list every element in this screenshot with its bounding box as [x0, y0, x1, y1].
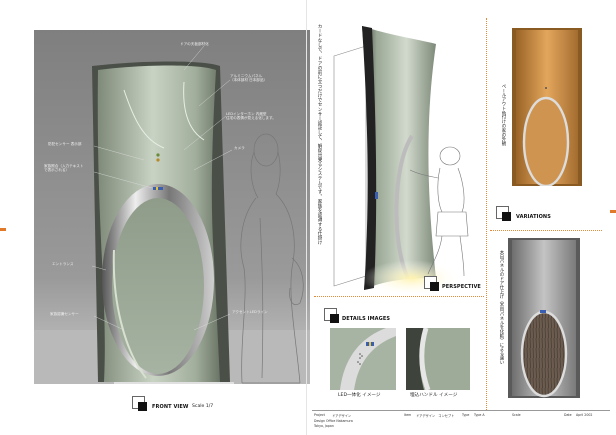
front-annotation-6: 家族照合（入力テキスト で表示される） [44, 164, 84, 173]
front-annotation-3: LEDインターホン 内蔵型 住宅の表情が見える化します。 [226, 112, 276, 121]
front-view-scale: Scale 1/7 [192, 404, 214, 409]
right-register-mark [610, 210, 616, 213]
left-register-mark [0, 228, 6, 231]
details-divider [314, 296, 484, 297]
perspective-description: カードなしで、ドアの前に立つだけでセンサー認証して、解錠出来るシステムです。家族… [317, 24, 322, 245]
footer-company: Design Office Nakamura [314, 419, 353, 423]
footer-type-value: Type A [474, 413, 485, 417]
footer-item-value: ドアデザイン コンセプト [416, 414, 455, 418]
front-annotation-lines [91, 45, 233, 331]
perspective-marker-fill [430, 282, 439, 291]
perspective-render [333, 26, 469, 292]
front-view-panel: ドアの天板部材化 アルミニウムパネル （本体部材 日本部品） LEDインターホン… [34, 30, 310, 384]
footer-date-value: April 2002 [576, 413, 593, 417]
footer-date-label: Date [564, 413, 572, 417]
detail-caption-handle: 埋込ハンドル イメージ [410, 393, 458, 398]
variation-wood-door [508, 238, 580, 398]
sheet-border [306, 0, 307, 435]
front-annotation-7: エントランス [52, 262, 74, 266]
variation-orange-caption: ペールアウト色付けの家の外観 [501, 84, 506, 146]
details-marker-fill [330, 314, 339, 323]
footer-project-value: ドアデザイン [332, 414, 352, 418]
front-annotation-2: アルミニウムパネル （本体部材 日本部品） [230, 74, 268, 83]
detail-caption-led: LED一体化 イメージ [338, 393, 381, 398]
front-annotation-9: アクセントLEDライン [232, 310, 268, 314]
footer-address: Tokyo, Japan [314, 424, 334, 428]
variations-title: VARIATIONS [516, 214, 551, 220]
variation-wood-caption: 木目パネルのドア仕上げ（木目パネルを化粧）による違い [499, 250, 504, 365]
front-annotation-8: 家族認識センサー [50, 312, 79, 316]
front-view-marker-fill [138, 402, 147, 411]
front-annotation-5: カメラ [234, 146, 245, 150]
front-view-render [34, 30, 310, 384]
detail-image-led [330, 328, 396, 390]
footer-project-label: Project [314, 413, 325, 417]
footer-type-label: Type [462, 413, 470, 417]
front-annotation-1: ドアの天板部材化 [180, 42, 209, 46]
footer-item-label: Item [404, 413, 412, 417]
variations-marker-fill [502, 212, 511, 221]
footer-scale-label: Scale [512, 413, 521, 417]
footer-bar: Project ドアデザイン Design Office Nakamura To… [312, 410, 610, 431]
variations-divider [490, 230, 602, 231]
perspective-title: PERSPECTIVE [442, 284, 481, 290]
detail-image-handle [406, 328, 470, 390]
front-annotation-4: 防犯センサー 表示部 [48, 142, 82, 146]
details-title: DETAILS IMAGES [342, 316, 391, 322]
front-view-title: FRONT VIEW [152, 404, 189, 410]
person-sketch [240, 133, 304, 384]
center-dotted-divider [486, 18, 487, 410]
variation-orange-door [512, 28, 582, 186]
